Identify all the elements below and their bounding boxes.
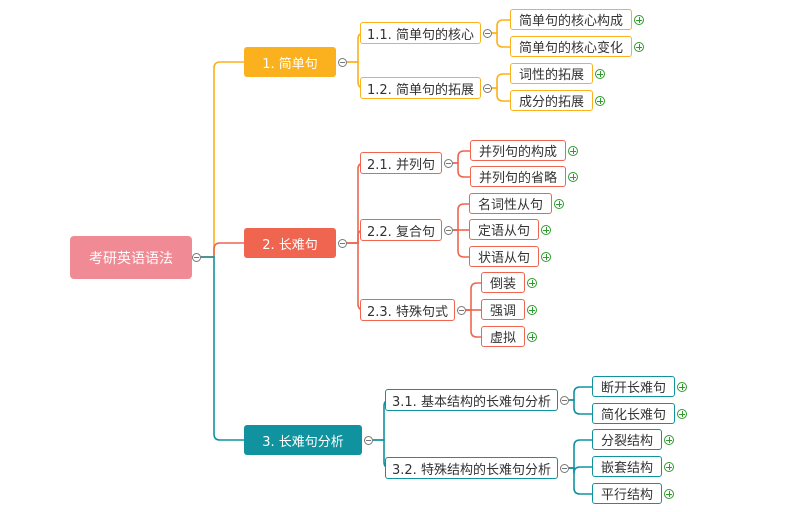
leaf-2-1-1-expand-icon[interactable] — [568, 146, 578, 156]
leaf-1-2-1-expand-icon[interactable] — [595, 69, 605, 79]
sub-3-1-collapse-icon[interactable] — [560, 395, 569, 405]
leaf-3-2-1-expand-icon[interactable] — [664, 435, 674, 445]
leaf-2-2-2-expand-icon[interactable] — [541, 225, 551, 235]
branch-node-3[interactable]: 3. 长难句分析 — [244, 425, 362, 455]
leaf-1-1-1-expand-icon[interactable] — [634, 15, 644, 25]
leaf-node-2-2-2-label: 定语从句 — [478, 224, 531, 239]
sub-node-3-1[interactable]: 3.1. 基本结构的长难句分析 — [385, 389, 558, 411]
sub-node-2-3-label: 2.3. 特殊句式 — [367, 304, 448, 320]
leaf-node-2-3-2[interactable]: 强调 — [481, 299, 526, 320]
sub-node-3-2[interactable]: 3.2. 特殊结构的长难句分析 — [385, 457, 558, 479]
leaf-node-3-2-3-label: 平行结构 — [601, 488, 654, 503]
leaf-3-2-3-expand-icon[interactable] — [664, 489, 674, 499]
leaf-node-2-3-2-label: 强调 — [490, 304, 517, 319]
leaf-node-2-1-1-label: 并列句的构成 — [479, 145, 558, 160]
leaf-node-3-2-2-label: 嵌套结构 — [601, 461, 654, 476]
sub-2-1-collapse-icon[interactable] — [444, 158, 453, 168]
sub-node-1-2[interactable]: 1.2. 简单句的拓展 — [360, 77, 481, 99]
leaf-node-2-2-3-label: 状语从句 — [478, 251, 531, 266]
leaf-node-2-3-1[interactable]: 倒装 — [481, 272, 526, 293]
leaf-1-1-2-expand-icon[interactable] — [634, 42, 644, 52]
leaf-node-3-1-2[interactable]: 简化长难句 — [592, 403, 676, 424]
leaf-node-2-1-1[interactable]: 并列句的构成 — [470, 140, 567, 161]
leaf-node-3-1-2-label: 简化长难句 — [601, 408, 667, 423]
leaf-node-1-1-1-label: 简单句的核心构成 — [519, 14, 624, 29]
root-collapse-icon[interactable] — [192, 253, 201, 262]
leaf-3-1-2-expand-icon[interactable] — [677, 409, 687, 419]
leaf-2-2-1-expand-icon[interactable] — [554, 199, 564, 209]
leaf-node-3-1-1[interactable]: 断开长难句 — [592, 376, 676, 397]
sub-node-3-2-label: 3.2. 特殊结构的长难句分析 — [392, 462, 551, 478]
leaf-node-2-3-3-label: 虚拟 — [490, 331, 517, 346]
branch-3-collapse-icon[interactable] — [364, 435, 373, 445]
leaf-node-2-1-2-label: 并列句的省略 — [479, 171, 558, 186]
leaf-node-3-2-1-label: 分裂结构 — [601, 434, 654, 449]
root-node[interactable]: 考研英语语法 — [70, 236, 192, 279]
sub-node-2-2[interactable]: 2.2. 复合句 — [360, 219, 442, 241]
leaf-node-1-1-2[interactable]: 简单句的核心变化 — [510, 36, 633, 57]
leaf-node-1-2-1[interactable]: 词性的拓展 — [510, 63, 594, 84]
leaf-node-1-2-1-label: 词性的拓展 — [519, 68, 585, 83]
sub-2-3-collapse-icon[interactable] — [457, 305, 466, 315]
leaf-node-2-2-1[interactable]: 名词性从句 — [469, 193, 553, 214]
leaf-node-3-1-1-label: 断开长难句 — [601, 381, 667, 396]
leaf-node-2-3-1-label: 倒装 — [490, 277, 517, 292]
root-label: 考研英语语法 — [89, 250, 173, 267]
leaf-2-3-1-expand-icon[interactable] — [527, 278, 537, 288]
sub-node-2-1-label: 2.1. 并列句 — [367, 157, 435, 173]
leaf-node-1-2-2[interactable]: 成分的拓展 — [510, 90, 594, 111]
leaf-node-2-3-3[interactable]: 虚拟 — [481, 326, 526, 347]
leaf-node-1-1-1[interactable]: 简单句的核心构成 — [510, 9, 633, 30]
leaf-node-1-1-2-label: 简单句的核心变化 — [519, 41, 624, 56]
leaf-node-1-2-2-label: 成分的拓展 — [519, 95, 585, 110]
leaf-2-1-2-expand-icon[interactable] — [568, 172, 578, 182]
sub-node-2-3[interactable]: 2.3. 特殊句式 — [360, 299, 455, 321]
branch-2-collapse-icon[interactable] — [338, 238, 347, 248]
leaf-1-2-2-expand-icon[interactable] — [595, 96, 605, 106]
sub-node-1-2-label: 1.2. 简单句的拓展 — [367, 82, 474, 98]
sub-node-2-2-label: 2.2. 复合句 — [367, 224, 435, 240]
leaf-3-2-2-expand-icon[interactable] — [664, 462, 674, 472]
branch-1-collapse-icon[interactable] — [338, 57, 347, 67]
leaf-2-3-2-expand-icon[interactable] — [527, 305, 537, 315]
sub-node-1-1[interactable]: 1.1. 简单句的核心 — [360, 22, 481, 44]
leaf-node-2-1-2[interactable]: 并列句的省略 — [470, 166, 567, 187]
leaf-node-2-2-2[interactable]: 定语从句 — [469, 219, 540, 240]
sub-1-1-collapse-icon[interactable] — [483, 28, 492, 38]
sub-3-2-collapse-icon[interactable] — [560, 463, 569, 473]
branch-node-2[interactable]: 2. 长难句 — [244, 228, 336, 258]
leaf-node-3-2-3[interactable]: 平行结构 — [592, 483, 663, 504]
sub-node-1-1-label: 1.1. 简单句的核心 — [367, 27, 474, 43]
sub-2-2-collapse-icon[interactable] — [444, 225, 453, 235]
branch-node-1-label: 1. 简单句 — [262, 56, 318, 72]
branch-node-2-label: 2. 长难句 — [262, 237, 318, 253]
sub-node-2-1[interactable]: 2.1. 并列句 — [360, 152, 442, 174]
branch-node-3-label: 3. 长难句分析 — [262, 434, 344, 450]
sub-1-2-collapse-icon[interactable] — [483, 83, 492, 93]
branch-node-1[interactable]: 1. 简单句 — [244, 47, 336, 77]
leaf-node-3-2-1[interactable]: 分裂结构 — [592, 429, 663, 450]
leaf-node-2-2-1-label: 名词性从句 — [478, 198, 544, 213]
sub-node-3-1-label: 3.1. 基本结构的长难句分析 — [392, 394, 551, 410]
leaf-2-3-3-expand-icon[interactable] — [527, 332, 537, 342]
leaf-node-2-2-3[interactable]: 状语从句 — [469, 246, 540, 267]
leaf-2-2-3-expand-icon[interactable] — [541, 252, 551, 262]
leaf-3-1-1-expand-icon[interactable] — [677, 382, 687, 392]
leaf-node-3-2-2[interactable]: 嵌套结构 — [592, 456, 663, 477]
